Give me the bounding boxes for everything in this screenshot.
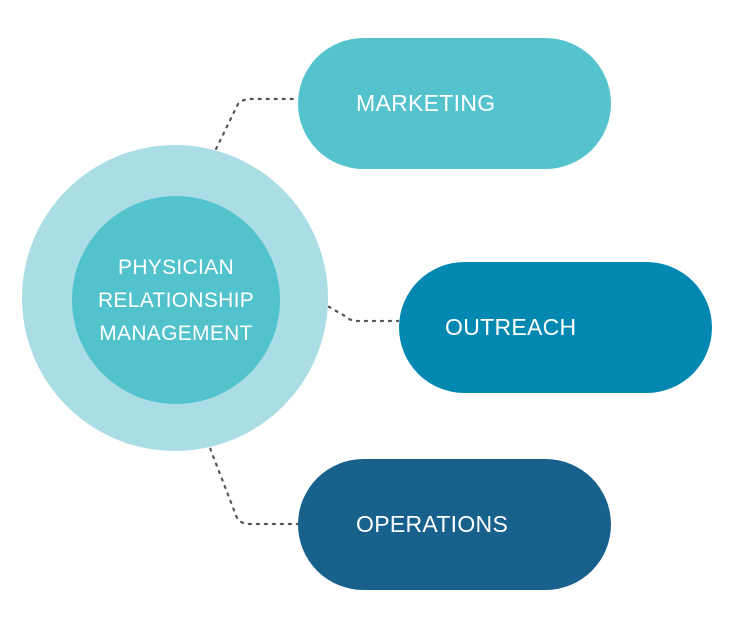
center-label-line-3: MANAGEMENT (99, 321, 253, 345)
branch-operations-label: OPERATIONS (356, 511, 509, 537)
center-label-line-1: PHYSICIAN (118, 255, 234, 279)
connector-outreach (285, 281, 400, 323)
center-node: PHYSICIAN RELATIONSHIP MANAGEMENT (72, 196, 280, 404)
center-label: PHYSICIAN RELATIONSHIP MANAGEMENT (98, 251, 254, 350)
connector-marketing (193, 97, 300, 194)
connector-operations (191, 402, 300, 526)
branch-marketing-label: MARKETING (356, 90, 496, 116)
center-label-line-2: RELATIONSHIP (97, 288, 255, 312)
branch-marketing: MARKETING (298, 38, 611, 169)
branch-outreach-label: OUTREACH (445, 314, 577, 340)
branch-operations: OPERATIONS (298, 459, 611, 590)
branch-outreach: OUTREACH (399, 262, 712, 393)
